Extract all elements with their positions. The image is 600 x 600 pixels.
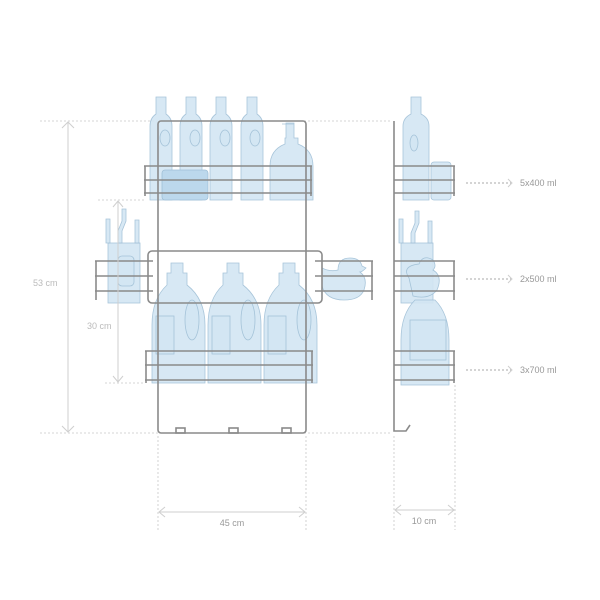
depth-label: 10 cm [412,516,437,526]
capacity-arrows [466,178,513,375]
height-total-label: 53 cm [33,278,58,288]
front-side-basket-left [95,260,153,300]
dimension-height-inner [112,200,124,383]
dimension-height-total [61,121,75,433]
capacity-label-middle: 2x500 ml [520,274,557,284]
guide-lines [40,120,456,530]
capacity-label-bottom: 3x700 ml [520,365,557,375]
front-frame [147,120,323,434]
dimension-width [158,506,306,518]
height-inner-label: 30 cm [87,321,112,331]
front-shelf-bottom [145,350,313,383]
width-label: 45 cm [220,518,245,528]
dimension-depth [394,504,455,516]
side-frame [393,121,455,432]
front-side-basket-right [315,260,373,300]
rubber-duck [321,257,367,301]
toothbrush-cup [105,208,141,304]
front-bottles-bottom [151,262,318,384]
front-shelf-top [144,165,312,196]
front-bottles-top [149,96,314,201]
capacity-label-top: 5x400 ml [520,178,557,188]
side-view-objects [398,96,452,386]
